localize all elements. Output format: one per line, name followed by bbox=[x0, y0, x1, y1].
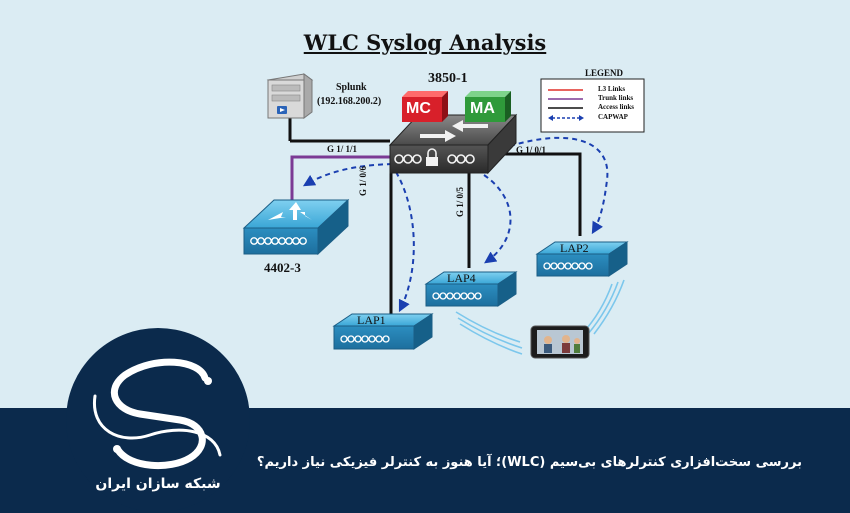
wlc-label: 4402-3 bbox=[264, 260, 301, 275]
splunk-server-icon bbox=[266, 73, 314, 119]
capwap-wlc bbox=[302, 163, 393, 187]
port-label-g1-0-5: G 1/ 0/5 bbox=[455, 186, 465, 217]
links bbox=[288, 108, 582, 318]
mc-badge-box bbox=[402, 91, 448, 122]
core-switch-label: 3850-1 bbox=[428, 71, 468, 86]
wireless-waves-lap4 bbox=[455, 311, 523, 355]
mc-badge-label: MC bbox=[406, 100, 431, 117]
lap1-label: LAP1 bbox=[357, 313, 386, 327]
splunk-ip-label: (192.168.200.2) bbox=[317, 96, 382, 107]
diagram-title: WLC Syslog Analysis bbox=[303, 30, 547, 55]
port-label-g1-1-1: G 1/ 1/1 bbox=[327, 144, 358, 154]
capwap-lap1 bbox=[395, 171, 415, 313]
legend-title: LEGEND bbox=[585, 68, 624, 78]
legend-label-l3: L3 Links bbox=[598, 85, 626, 93]
brand-logo-icon bbox=[66, 328, 250, 512]
ma-badge-label: MA bbox=[470, 100, 495, 117]
legend-label-capwap: CAPWAP bbox=[598, 113, 628, 121]
tablet-client-icon bbox=[530, 325, 590, 359]
lap4-ap-icon bbox=[424, 271, 518, 307]
port-label-g1-0-6: G 1/ 0/6 bbox=[358, 165, 368, 196]
capwap-tunnels bbox=[302, 136, 609, 313]
footer-headline: بررسی سخت‌افزاری کنترلرهای بی‌سیم (WLC)؛… bbox=[256, 455, 802, 470]
legend-label-trunk: Trunk links bbox=[598, 94, 634, 102]
wlc-device-icon bbox=[242, 198, 350, 256]
core-switch-icon bbox=[388, 113, 518, 175]
trunk-link-wlc bbox=[290, 155, 390, 200]
legend-label-access: Access links bbox=[598, 103, 634, 111]
capwap-lap2 bbox=[509, 136, 609, 235]
capwap-lap4 bbox=[483, 174, 512, 264]
splunk-name-label: Splunk bbox=[336, 82, 367, 93]
lap4-label: LAP4 bbox=[447, 271, 476, 285]
port-label-g1-0-1: G 1/ 0/1 bbox=[516, 145, 547, 155]
lap2-ap-icon bbox=[535, 241, 629, 277]
ma-badge-box bbox=[465, 91, 511, 122]
legend-box bbox=[540, 78, 645, 133]
access-link-lap2 bbox=[490, 152, 582, 236]
lap1-ap-icon bbox=[332, 313, 434, 350]
brand-name: شبکه سازان ایران bbox=[95, 476, 221, 492]
wireless-waves-lap2 bbox=[581, 279, 625, 335]
lap2-label: LAP2 bbox=[560, 241, 589, 255]
